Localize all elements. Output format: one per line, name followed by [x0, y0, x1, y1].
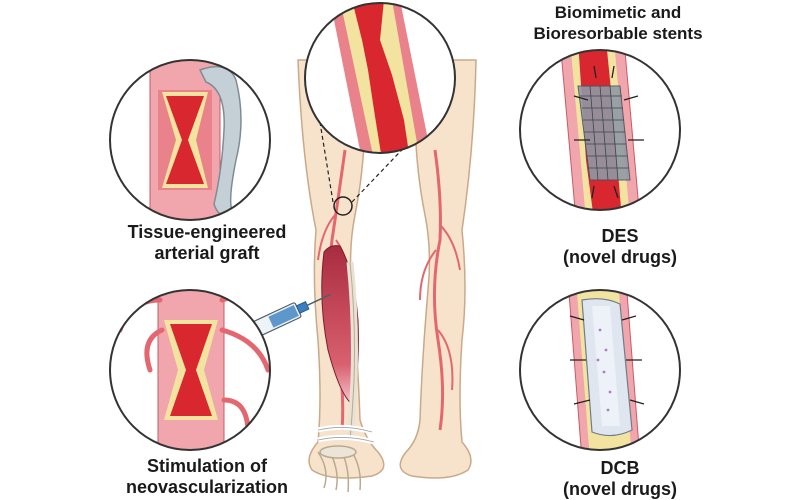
dcb-label: DCB (novel drugs) — [560, 458, 680, 500]
foot-bones — [317, 445, 362, 493]
dcb-label-line2: (novel drugs) — [562, 479, 677, 499]
target-spot — [333, 196, 353, 216]
bioresorbable-label: Biomimetic and Bioresorbable stents — [518, 2, 718, 44]
magnified-vessel-top — [304, 2, 456, 154]
graft-circle — [109, 59, 271, 221]
des-label: DES (novel drugs) — [560, 226, 680, 268]
des-label-line2: (novel drugs) — [562, 247, 677, 267]
graft-label: Tissue-engineered arterial graft — [112, 222, 302, 264]
right-leg — [399, 59, 477, 479]
des-label-line1: DES — [601, 226, 639, 246]
dcb-circle — [519, 289, 681, 451]
right-leg-artery-branch — [419, 224, 461, 391]
bioresorbable-label-line1: Biomimetic and — [554, 3, 682, 22]
graft-label-line1: Tissue-engineered — [127, 222, 287, 242]
dcb-label-line1: DCB — [600, 458, 640, 478]
legs — [297, 59, 477, 493]
stent-circle — [519, 49, 681, 211]
neovascularization-label-line2: neovascularization — [125, 477, 289, 497]
neovascularization-label: Stimulation of neovascularization — [112, 456, 302, 498]
bioresorbable-label-line2: Bioresorbable stents — [533, 24, 703, 43]
neovascularization-circle — [109, 289, 271, 451]
right-leg-artery — [432, 149, 445, 431]
graft-label-line2: arterial graft — [154, 243, 260, 263]
neovascularization-label-line1: Stimulation of — [147, 456, 267, 476]
